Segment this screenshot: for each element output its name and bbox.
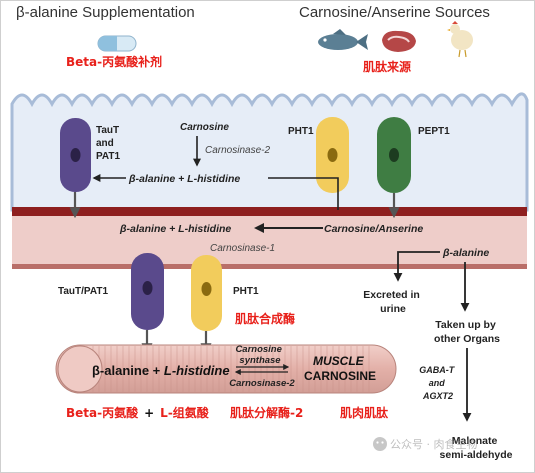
muscle-carnosine-cn-label: 肌肉肌肽 [339, 405, 389, 420]
taut-pat1-bottom-label: TauT/PAT1 [58, 286, 108, 297]
blood-carnosinase1-label: Carnosinase-1 [210, 243, 275, 254]
pht1-transporter-bottom [191, 255, 222, 331]
pht1-transporter-top [316, 117, 349, 193]
pept1-label: PEPT1 [418, 126, 450, 137]
blood-products-label: β-alanine + L-histidine [119, 223, 231, 235]
taut-pat1-top-label: TauT and PAT1 [96, 125, 122, 162]
muscle-carnosine-label: MUSCLE CARNOSINE [304, 354, 376, 383]
pht1-bottom-label: PHT1 [233, 286, 259, 297]
muscle-fiber [55, 344, 397, 394]
carnosinase2-cn-label: 肌肽分解酶-2 [229, 405, 303, 420]
products-to-pht1-line [268, 177, 339, 210]
malonate-label: Malonate semi-aldehyde [440, 435, 513, 461]
steak-icon [382, 30, 416, 52]
taut-pat1-transporter-top [60, 118, 91, 192]
watermark: 公众号 · 肉食生物 [373, 437, 478, 451]
chicken-icon [447, 21, 473, 58]
gaba-t-agxt2-label: GABA-T and AGXT2 [419, 365, 457, 401]
substrates-cn-label: Beta-丙氨酸+L-组氨酸 [66, 405, 210, 420]
wechat-icon [373, 437, 387, 451]
vessel-wall-bottom [12, 264, 527, 269]
taut-pat1-transporter-bottom [131, 253, 164, 330]
excreted-label: Excreted in urine [363, 289, 423, 315]
capsule-icon [97, 35, 137, 52]
svg-text:公众号 · 肉食生物: 公众号 · 肉食生物 [390, 437, 478, 451]
blood-carnosine-anserine-label: Carnosine/Anserine [324, 223, 423, 235]
to-urine-arrow [393, 251, 440, 282]
blood-beta-alanine-label: β-alanine [442, 247, 489, 259]
taken-up-label: Taken up by other Organs [434, 319, 500, 345]
pept1-transporter [377, 117, 411, 193]
muscle-substrates: β-alanine + L-histidine [92, 363, 230, 378]
header-right-title: Carnosine/Anserine Sources [299, 4, 490, 21]
peptide-source-cn-label: 肌肽来源 [362, 59, 411, 74]
vessel-wall-top [12, 207, 527, 216]
blood-vessel [12, 216, 527, 266]
pht1-top-label: PHT1 [288, 126, 314, 137]
intestine-products-label: β-alanine + L-histidine [128, 173, 240, 185]
intestine-carnosine-label: Carnosine [180, 122, 229, 133]
beta-alanine-cn-label: Beta-丙氨酸补剂 [66, 54, 162, 69]
muscle-synthase-label: Carnosine synthase [235, 344, 284, 366]
synthase-cn-label: 肌肽合成酶 [234, 311, 295, 326]
header-left-title: β-alanine Supplementation [16, 4, 195, 21]
intestine-carnosinase2-label: Carnosinase-2 [205, 145, 270, 156]
fish-icon [318, 29, 368, 50]
muscle-carnosinase2-label: Carnosinase-2 [229, 378, 295, 389]
